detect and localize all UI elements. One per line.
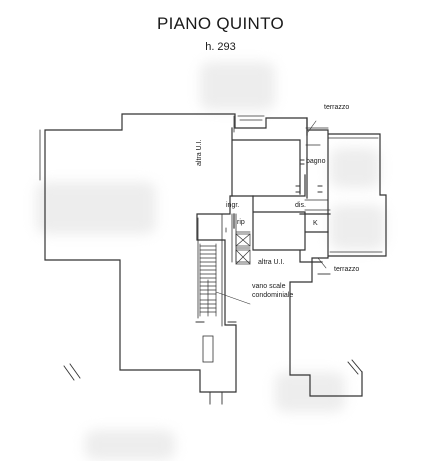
- stairs: [199, 243, 217, 317]
- blurred-area: [36, 182, 156, 234]
- blurred-area: [330, 205, 385, 250]
- label-ripostiglio: rip: [237, 219, 245, 226]
- building-outline-right: [289, 117, 387, 397]
- blurred-area: [85, 430, 175, 460]
- label-altra-ui-bottom: altra U.I.: [258, 259, 285, 266]
- shaft-crosses: [235, 233, 251, 265]
- stairwell-leader: [215, 291, 251, 305]
- label-ingresso: ingr.: [226, 202, 240, 209]
- building-outline: [44, 113, 308, 393]
- door-ticks: [63, 159, 363, 405]
- label-terrazzo-bottom: terrazzo: [334, 266, 360, 273]
- terrazzo-bottom-leader: [317, 257, 327, 269]
- inner-walls: [231, 127, 331, 263]
- label-vano-scale: vano scale: [252, 283, 286, 290]
- terrazzo-top-leader: [307, 120, 317, 133]
- blurred-area: [200, 62, 275, 110]
- label-cucina: K: [313, 220, 318, 227]
- label-bagno: bagno: [306, 158, 326, 165]
- label-altra-ui-left: altra U.I.: [196, 139, 203, 166]
- ceiling-height-note: h. 293: [205, 41, 236, 53]
- page-title: PIANO QUINTO: [156, 14, 285, 33]
- elevator-box: [202, 335, 214, 363]
- label-terrazzo-top: terrazzo: [324, 104, 350, 111]
- blurred-area: [330, 148, 380, 188]
- label-disimpegno: dis.: [295, 202, 306, 209]
- label-condominiale: condominiale: [252, 292, 294, 299]
